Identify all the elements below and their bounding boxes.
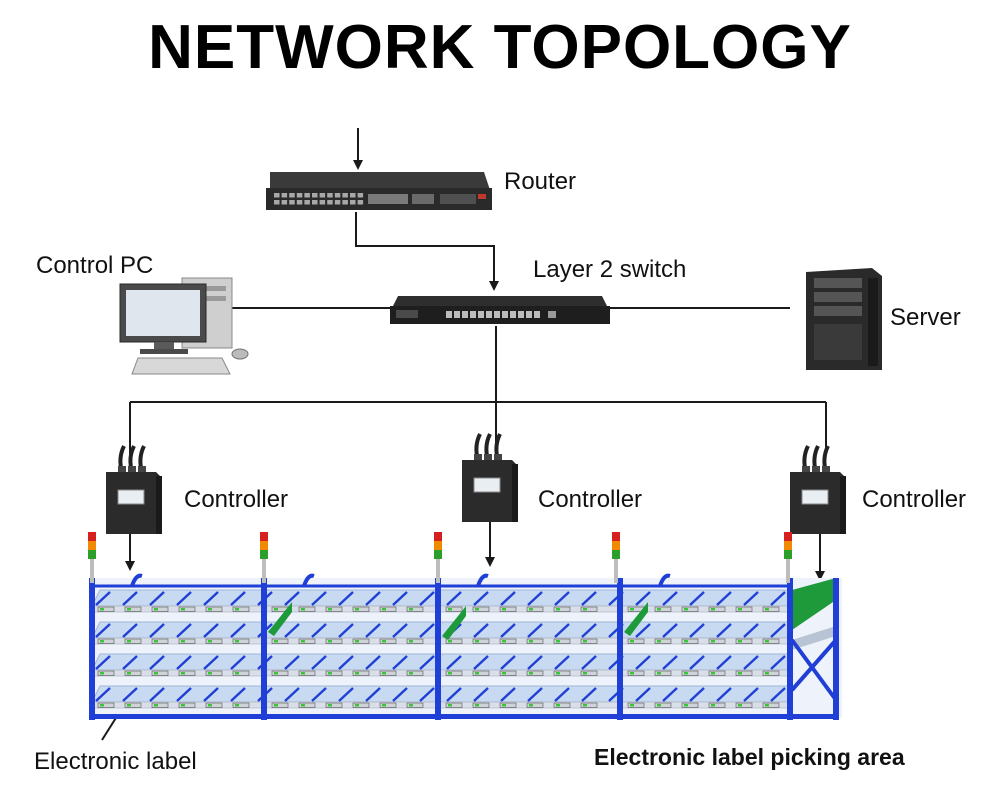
- router-to-switch-link: [355, 212, 499, 291]
- signal-light-tower: [260, 532, 268, 583]
- signal-light-tower: [88, 532, 96, 583]
- controller-left-device: [106, 445, 162, 534]
- layer2-switch-label: Layer 2 switch: [533, 256, 687, 283]
- signal-light-tower: [612, 532, 620, 583]
- router-device: [266, 172, 492, 210]
- controller-middle-device: [462, 433, 518, 522]
- control-pc-device: [119, 277, 249, 375]
- controllers: [106, 433, 846, 534]
- picking-rack-area: [88, 532, 842, 720]
- controller-left-label: Controller: [184, 486, 289, 513]
- control-pc-label: Control PC: [36, 252, 154, 279]
- signal-light-tower: [784, 532, 792, 583]
- connection-lines: [101, 128, 827, 741]
- page-title: NETWORK TOPOLOGY: [148, 13, 852, 82]
- server-device: [806, 268, 882, 370]
- controller-right-label: Controller: [862, 486, 967, 513]
- signal-light-tower: [434, 532, 442, 583]
- server-label: Server: [890, 304, 961, 331]
- layer2-switch-device: [390, 296, 610, 324]
- picking-area-caption: Electronic label picking area: [594, 744, 905, 770]
- controller-right-device: [790, 445, 846, 534]
- controller-middle-label: Controller: [538, 486, 643, 513]
- electronic-label-caption: Electronic label: [34, 748, 197, 775]
- router-label: Router: [504, 168, 577, 195]
